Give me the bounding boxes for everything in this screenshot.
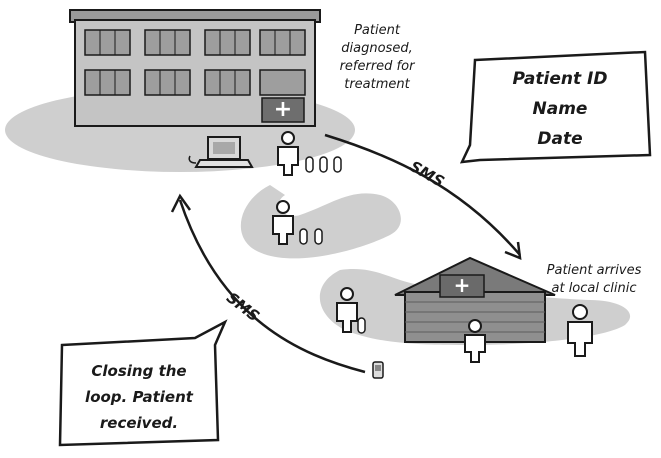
name-line: Name (532, 99, 588, 119)
diagnosed-line: referred for (339, 59, 415, 74)
arrives-label: Patient arrives at local clinic (530, 262, 658, 298)
hospital-building (69, 9, 321, 127)
arrives-line: Patient arrives (546, 263, 642, 278)
patient-info-bubble (459, 50, 652, 164)
people-figures (272, 131, 593, 363)
person-figure (464, 319, 486, 363)
closing-text: Closing the loop. Patient received. (64, 358, 214, 436)
arrow-to-hospital (178, 199, 366, 374)
mobile-phone-icon (372, 361, 384, 379)
patient-id-line: Patient ID (512, 69, 608, 89)
speech-bubbles (58, 50, 652, 447)
closing-line: Closing the (91, 362, 187, 380)
laptop-icon (188, 136, 254, 168)
patient-info-text: Patient ID Name Date (480, 64, 640, 154)
closing-line: loop. Patient (85, 388, 193, 406)
arrow-to-hospital-head (170, 193, 192, 213)
person-figure (336, 287, 358, 333)
pills (299, 156, 366, 334)
sms-arrows (170, 133, 522, 374)
arrives-line: at local clinic (551, 281, 637, 296)
closing-bubble (58, 319, 228, 447)
diagnosed-line: Patient (354, 23, 400, 38)
diagnosed-line: diagnosed, (341, 41, 413, 56)
winding-path (240, 185, 401, 259)
date-line: Date (537, 129, 583, 149)
person-figure (272, 200, 294, 245)
arrow-to-clinic-head (504, 241, 522, 260)
diagnosed-line: treatment (344, 77, 410, 92)
hospital-sign-icon: + (273, 97, 293, 122)
clinic-sign-icon: + (453, 273, 471, 297)
diagnosed-label: Patient diagnosed, referred for treatmen… (322, 22, 432, 94)
person-figure (277, 131, 299, 176)
arrow-to-clinic (324, 133, 521, 256)
closing-line: received. (99, 414, 179, 432)
person-figure (567, 304, 593, 357)
